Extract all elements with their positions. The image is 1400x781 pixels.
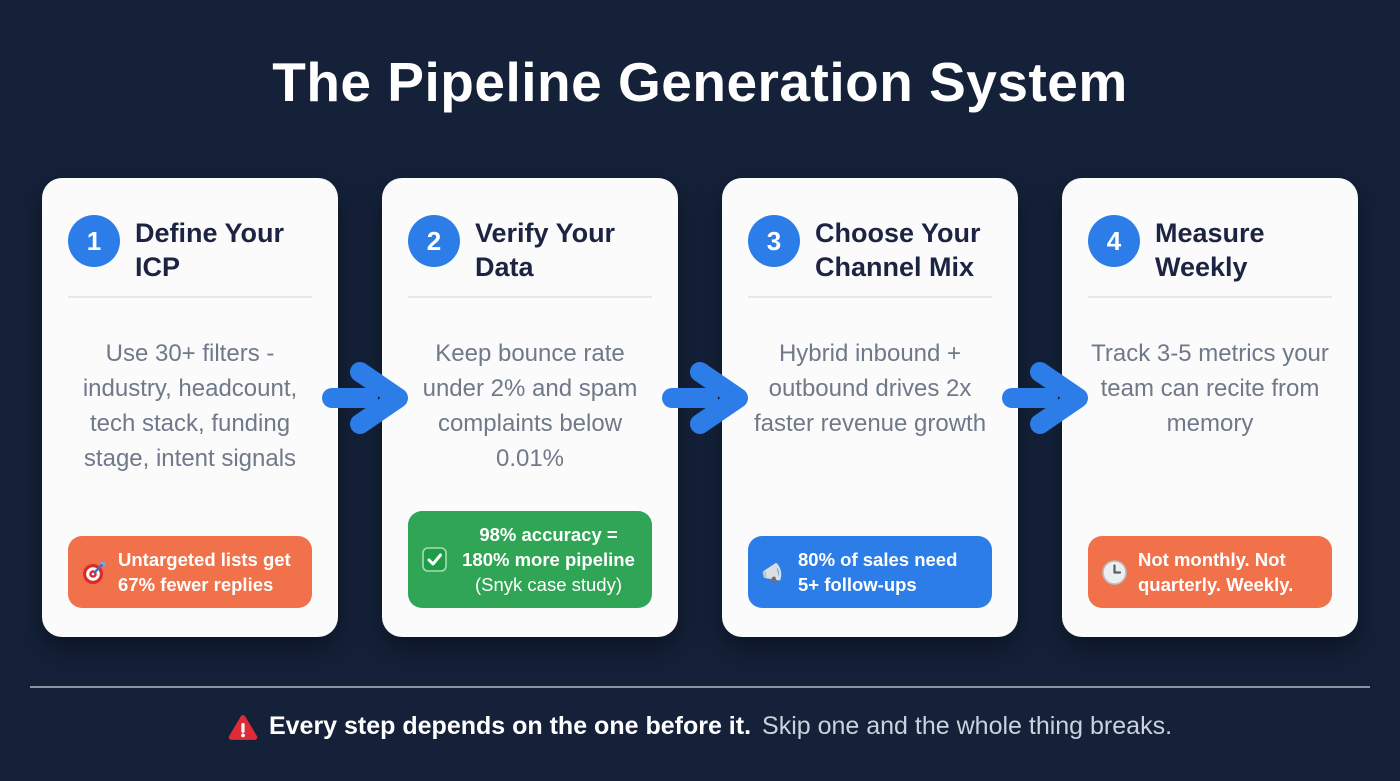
stat-badge: Untargeted lists get 67% fewer replies bbox=[68, 536, 312, 608]
step-card-channel-mix: 3 Choose Your Channel Mix Hybrid inbound… bbox=[722, 178, 1018, 637]
stat-badge-text: Not monthly. Not quarterly. Weekly. bbox=[1138, 549, 1294, 595]
stat-badge: 80% of sales need 5+ follow-ups bbox=[748, 536, 992, 608]
stat-badge: 98% accuracy = 180% more pipeline (Snyk … bbox=[408, 511, 652, 608]
flow-arrow-icon bbox=[1002, 362, 1088, 434]
card-divider bbox=[748, 296, 992, 298]
card-header: 4 Measure Weekly bbox=[1088, 215, 1332, 296]
step-title: Measure Weekly bbox=[1155, 218, 1265, 282]
step-description: Use 30+ filters - industry, headcount, t… bbox=[82, 340, 298, 472]
step-number-badge: 4 bbox=[1088, 215, 1140, 267]
stat-badge-text: Untargeted lists get 67% fewer replies bbox=[118, 549, 291, 595]
check-icon bbox=[421, 546, 448, 573]
step-card-verify-data: 2 Verify Your Data Keep bounce rate unde… bbox=[382, 178, 678, 637]
steps-row: 1 Define Your ICP Use 30+ filters - indu… bbox=[42, 178, 1358, 637]
footer-note-bold: Every step depends on the one before it. bbox=[268, 712, 752, 740]
page-title: The Pipeline Generation System bbox=[272, 51, 1128, 113]
card-header: 3 Choose Your Channel Mix bbox=[748, 215, 992, 296]
step-card-define-icp: 1 Define Your ICP Use 30+ filters - indu… bbox=[42, 178, 338, 637]
step-card-measure-weekly: 4 Measure Weekly Track 3-5 metrics your … bbox=[1062, 178, 1358, 637]
step-title: Define Your ICP bbox=[135, 218, 285, 282]
card-divider bbox=[68, 296, 312, 298]
card-header: 1 Define Your ICP bbox=[68, 215, 312, 296]
flow-arrow-icon bbox=[322, 362, 408, 434]
clock-icon bbox=[1101, 559, 1128, 586]
step-description: Hybrid inbound + outbound drives 2x fast… bbox=[753, 340, 987, 437]
footer-note-regular: Skip one and the whole thing breaks. bbox=[762, 712, 1173, 740]
step-title: Verify Your Data bbox=[475, 218, 616, 282]
stat-badge-text: 80% of sales need 5+ follow-ups bbox=[798, 549, 958, 595]
flow-arrow-icon bbox=[662, 362, 748, 434]
stat-badge-bold: 98% accuracy = 180% more pipeline bbox=[462, 524, 635, 570]
card-divider bbox=[408, 296, 652, 298]
warning-icon bbox=[228, 713, 258, 741]
step-description: Keep bounce rate under 2% and spam compl… bbox=[422, 340, 638, 472]
card-header: 2 Verify Your Data bbox=[408, 215, 652, 296]
step-number-badge: 1 bbox=[68, 215, 120, 267]
stat-badge-note: (Snyk case study) bbox=[474, 574, 623, 595]
footer-divider bbox=[30, 686, 1370, 688]
step-number-badge: 3 bbox=[748, 215, 800, 267]
step-title: Choose Your Channel Mix bbox=[815, 218, 981, 282]
target-icon bbox=[81, 559, 108, 586]
megaphone-icon bbox=[761, 559, 788, 586]
footer-note: Every step depends on the one before it.… bbox=[0, 712, 1400, 741]
card-divider bbox=[1088, 296, 1332, 298]
stat-badge-text: 98% accuracy = 180% more pipeline (Snyk … bbox=[458, 522, 639, 597]
step-number-badge: 2 bbox=[408, 215, 460, 267]
stat-badge: Not monthly. Not quarterly. Weekly. bbox=[1088, 536, 1332, 608]
step-description: Track 3-5 metrics your team can recite f… bbox=[1091, 340, 1329, 437]
